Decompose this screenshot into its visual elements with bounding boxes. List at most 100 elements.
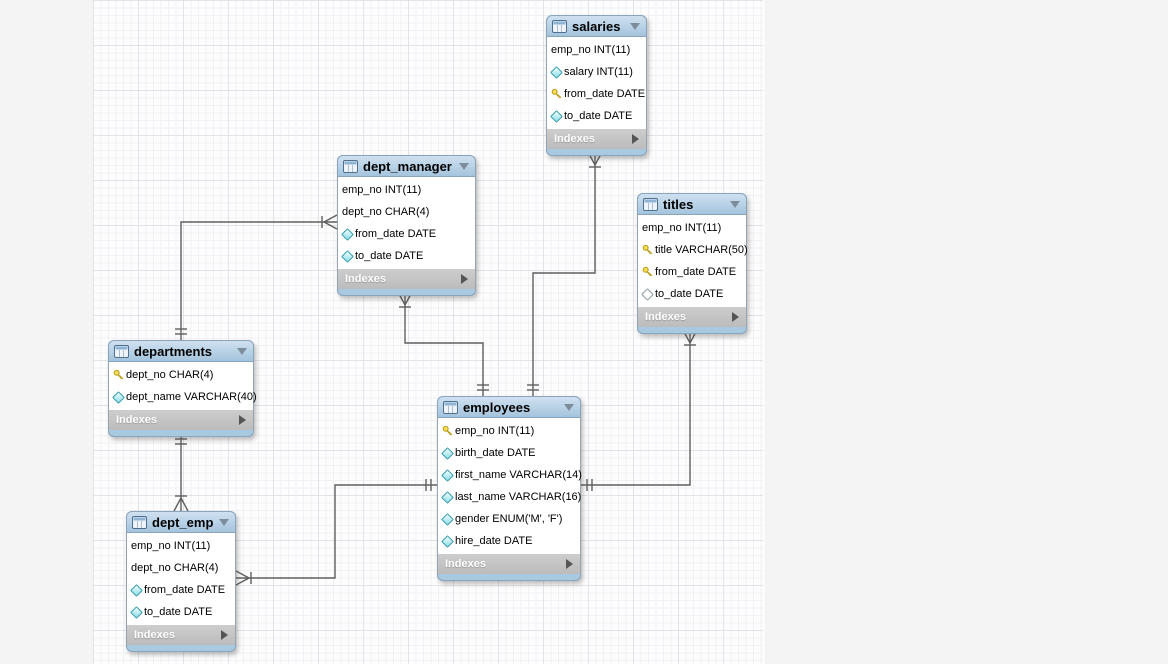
indexes-bar[interactable]: Indexes [126, 625, 236, 645]
column-row-employees-0[interactable]: emp_no INT(11) [438, 420, 580, 442]
crow-foot-prong [180, 497, 189, 512]
crow-foot-prong [323, 214, 338, 223]
relationship-line[interactable] [404, 292, 484, 396]
column-row-employees-4[interactable]: gender ENUM('M', 'F') [438, 508, 580, 530]
column-row-dept_manager-3[interactable]: to_date DATE [338, 245, 475, 267]
table-title: titles [663, 196, 694, 212]
chevron-down-icon[interactable] [459, 162, 469, 170]
chevron-down-icon[interactable] [219, 518, 229, 526]
crow-foot-prong [235, 577, 250, 586]
column-row-titles-1[interactable]: title VARCHAR(50) [638, 239, 748, 261]
table-departments[interactable]: departments dept_no CHAR(4) dept_name VAR… [108, 340, 257, 437]
expand-right-icon[interactable] [566, 559, 573, 569]
column-row-titles-3[interactable]: to_date DATE [638, 283, 746, 305]
column-row-departments-1[interactable]: dept_name VARCHAR(40) [109, 386, 257, 408]
column-definition: dept_no CHAR(4) [126, 369, 214, 381]
table-header[interactable]: titles [637, 193, 747, 215]
column-definition: emp_no INT(11) [551, 44, 631, 56]
table-icon [343, 159, 358, 173]
column-row-dept_emp-3[interactable]: to_date DATE [127, 601, 235, 623]
relationship-dept_manager-employees[interactable] [397, 291, 489, 396]
expand-right-icon[interactable] [632, 134, 639, 144]
column-definition: to_date DATE [355, 250, 424, 262]
primary-key-icon [551, 88, 564, 100]
indexes-bar[interactable]: Indexes [637, 307, 747, 327]
column-row-employees-5[interactable]: hire_date DATE [438, 530, 580, 552]
not-null-column-icon [550, 65, 564, 79]
table-dept_emp[interactable]: dept_emp emp_no INT(11) dept_no CHAR(4) fr… [126, 511, 236, 652]
table-header[interactable]: dept_manager [337, 155, 476, 177]
indexes-bar[interactable]: Indexes [108, 410, 254, 430]
table-bottom-strip [546, 149, 647, 156]
relationship-line[interactable] [236, 484, 437, 579]
column-definition: emp_no INT(11) [642, 222, 722, 234]
table-header[interactable]: salaries [546, 15, 647, 37]
expand-right-icon[interactable] [732, 312, 739, 322]
expand-right-icon[interactable] [461, 274, 468, 284]
table-icon [643, 197, 658, 211]
column-row-dept_emp-0[interactable]: emp_no INT(11) [127, 535, 235, 557]
table-header[interactable]: departments [108, 340, 254, 362]
crow-foot-prong [323, 221, 338, 230]
column-definition: from_date DATE [655, 266, 737, 278]
column-definition: dept_name VARCHAR(40) [126, 391, 257, 403]
primary-key-icon [642, 244, 653, 255]
indexes-bar[interactable]: Indexes [437, 554, 581, 574]
indexes-bar[interactable]: Indexes [337, 269, 476, 289]
relationship-dept_manager-departments[interactable] [175, 214, 338, 340]
chevron-down-icon[interactable] [630, 22, 640, 30]
column-row-salaries-3[interactable]: to_date DATE [547, 105, 646, 127]
column-definition: gender ENUM('M', 'F') [455, 513, 563, 525]
column-row-employees-1[interactable]: birth_date DATE [438, 442, 580, 464]
column-definition: to_date DATE [144, 606, 213, 618]
column-row-salaries-1[interactable]: salary INT(11) [547, 61, 646, 83]
expand-right-icon[interactable] [221, 630, 228, 640]
table-header[interactable]: employees [437, 396, 581, 418]
chevron-down-icon[interactable] [564, 403, 574, 411]
column-definition: from_date DATE [564, 88, 646, 100]
column-row-dept_manager-2[interactable]: from_date DATE [338, 223, 475, 245]
relationship-line[interactable] [532, 152, 596, 396]
primary-key-icon [551, 88, 562, 99]
table-salaries[interactable]: salaries emp_no INT(11) salary INT(11) fro… [546, 15, 647, 156]
primary-key-icon [113, 369, 126, 381]
relationship-dept_emp-employees[interactable] [235, 479, 437, 586]
column-row-dept_manager-1[interactable]: dept_no CHAR(4) [338, 201, 475, 223]
column-definition: to_date DATE [655, 288, 724, 300]
not-null-column-icon [550, 109, 564, 123]
table-titles[interactable]: titles emp_no INT(11) title VARCHAR(50) fr… [637, 193, 748, 334]
column-row-dept_manager-0[interactable]: emp_no INT(11) [338, 179, 475, 201]
table-title: dept_manager [363, 158, 452, 174]
column-row-titles-0[interactable]: emp_no INT(11) [638, 217, 746, 239]
table-columns: emp_no INT(11)dept_no CHAR(4)from_date D… [337, 177, 476, 269]
column-row-employees-2[interactable]: first_name VARCHAR(14) [438, 464, 582, 486]
chevron-down-icon[interactable] [237, 347, 247, 355]
column-row-departments-0[interactable]: dept_no CHAR(4) [109, 364, 253, 386]
relationship-salaries-employees[interactable] [527, 151, 603, 396]
column-row-dept_emp-2[interactable]: from_date DATE [127, 579, 235, 601]
column-definition: dept_no CHAR(4) [131, 562, 219, 574]
relationship-titles-employees[interactable] [581, 329, 698, 491]
chevron-down-icon[interactable] [730, 200, 740, 208]
column-row-salaries-2[interactable]: from_date DATE [547, 83, 646, 105]
expand-right-icon[interactable] [239, 415, 246, 425]
not-null-column-icon [441, 534, 455, 548]
table-dept_manager[interactable]: dept_manager emp_no INT(11)dept_no CHAR(… [337, 155, 476, 296]
relationship-line[interactable] [180, 221, 337, 340]
relationship-line[interactable] [581, 330, 691, 486]
column-row-employees-3[interactable]: last_name VARCHAR(16) [438, 486, 581, 508]
primary-key-icon [642, 266, 655, 278]
indexes-bar[interactable]: Indexes [546, 129, 647, 149]
primary-key-icon [642, 266, 653, 277]
table-icon [443, 400, 458, 414]
not-null-column-icon [441, 468, 455, 482]
table-header[interactable]: dept_emp [126, 511, 236, 533]
column-row-dept_emp-1[interactable]: dept_no CHAR(4) [127, 557, 235, 579]
indexes-label: Indexes [345, 273, 386, 285]
column-row-salaries-0[interactable]: emp_no INT(11) [547, 39, 646, 61]
column-row-titles-2[interactable]: from_date DATE [638, 261, 746, 283]
relationship-dept_emp-departments[interactable] [173, 433, 189, 512]
column-definition: hire_date DATE [455, 535, 533, 547]
